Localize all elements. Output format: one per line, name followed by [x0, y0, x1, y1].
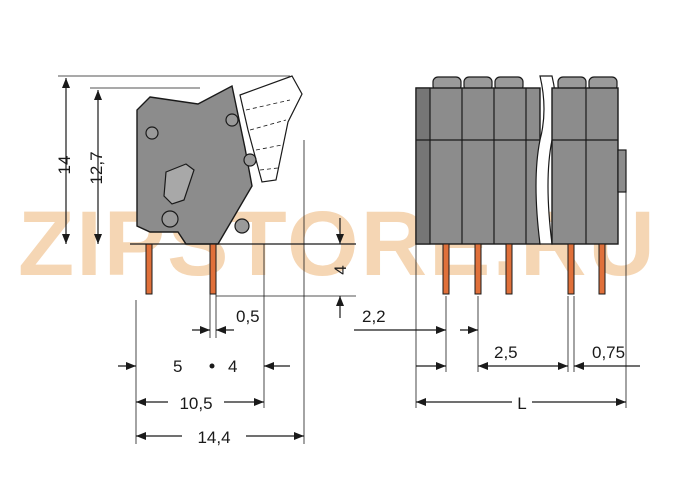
dim-first-pin: 2,2 [362, 307, 386, 326]
front-view [415, 75, 627, 295]
front-housing-left [415, 87, 541, 245]
dim-pitch: 2,5 [494, 343, 518, 362]
front-pin-3 [505, 243, 513, 295]
side-wire-entry [163, 163, 195, 205]
dim-total-width: 14,4 [197, 428, 230, 447]
side-dimensions: 14 12,7 4 0,5 5 4 10,5 [55, 75, 356, 447]
front-pin-2 [474, 243, 482, 295]
side-pin-right [209, 243, 217, 295]
side-hole-bottom-right [234, 218, 250, 234]
dim-pin-pitch-front: 4 [228, 357, 237, 376]
front-pin-1 [442, 243, 450, 295]
dim-height-body: 12,7 [87, 151, 106, 184]
dim-pin-width: 0,5 [236, 307, 260, 326]
dim-height-total: 14 [55, 156, 74, 175]
front-housing-right [551, 87, 619, 245]
dim-pin-length: 4 [331, 265, 350, 274]
side-view [130, 75, 356, 295]
dim-length: L [517, 394, 526, 413]
front-pin-4 [567, 243, 575, 295]
side-hole-left [145, 126, 159, 140]
side-lever [239, 75, 303, 183]
dim-pin-offset: 5 [173, 357, 182, 376]
front-pin-5 [598, 243, 606, 295]
dim-end-offset: 0,75 [592, 343, 625, 362]
dim-base-width: 10,5 [179, 394, 212, 413]
side-hole-mid [243, 153, 257, 167]
front-dimensions: 2,2 2,5 0,75 L [354, 190, 640, 413]
side-hole-bottom-left [161, 210, 179, 228]
side-pin-left [145, 243, 153, 295]
side-hole-top [225, 113, 239, 127]
